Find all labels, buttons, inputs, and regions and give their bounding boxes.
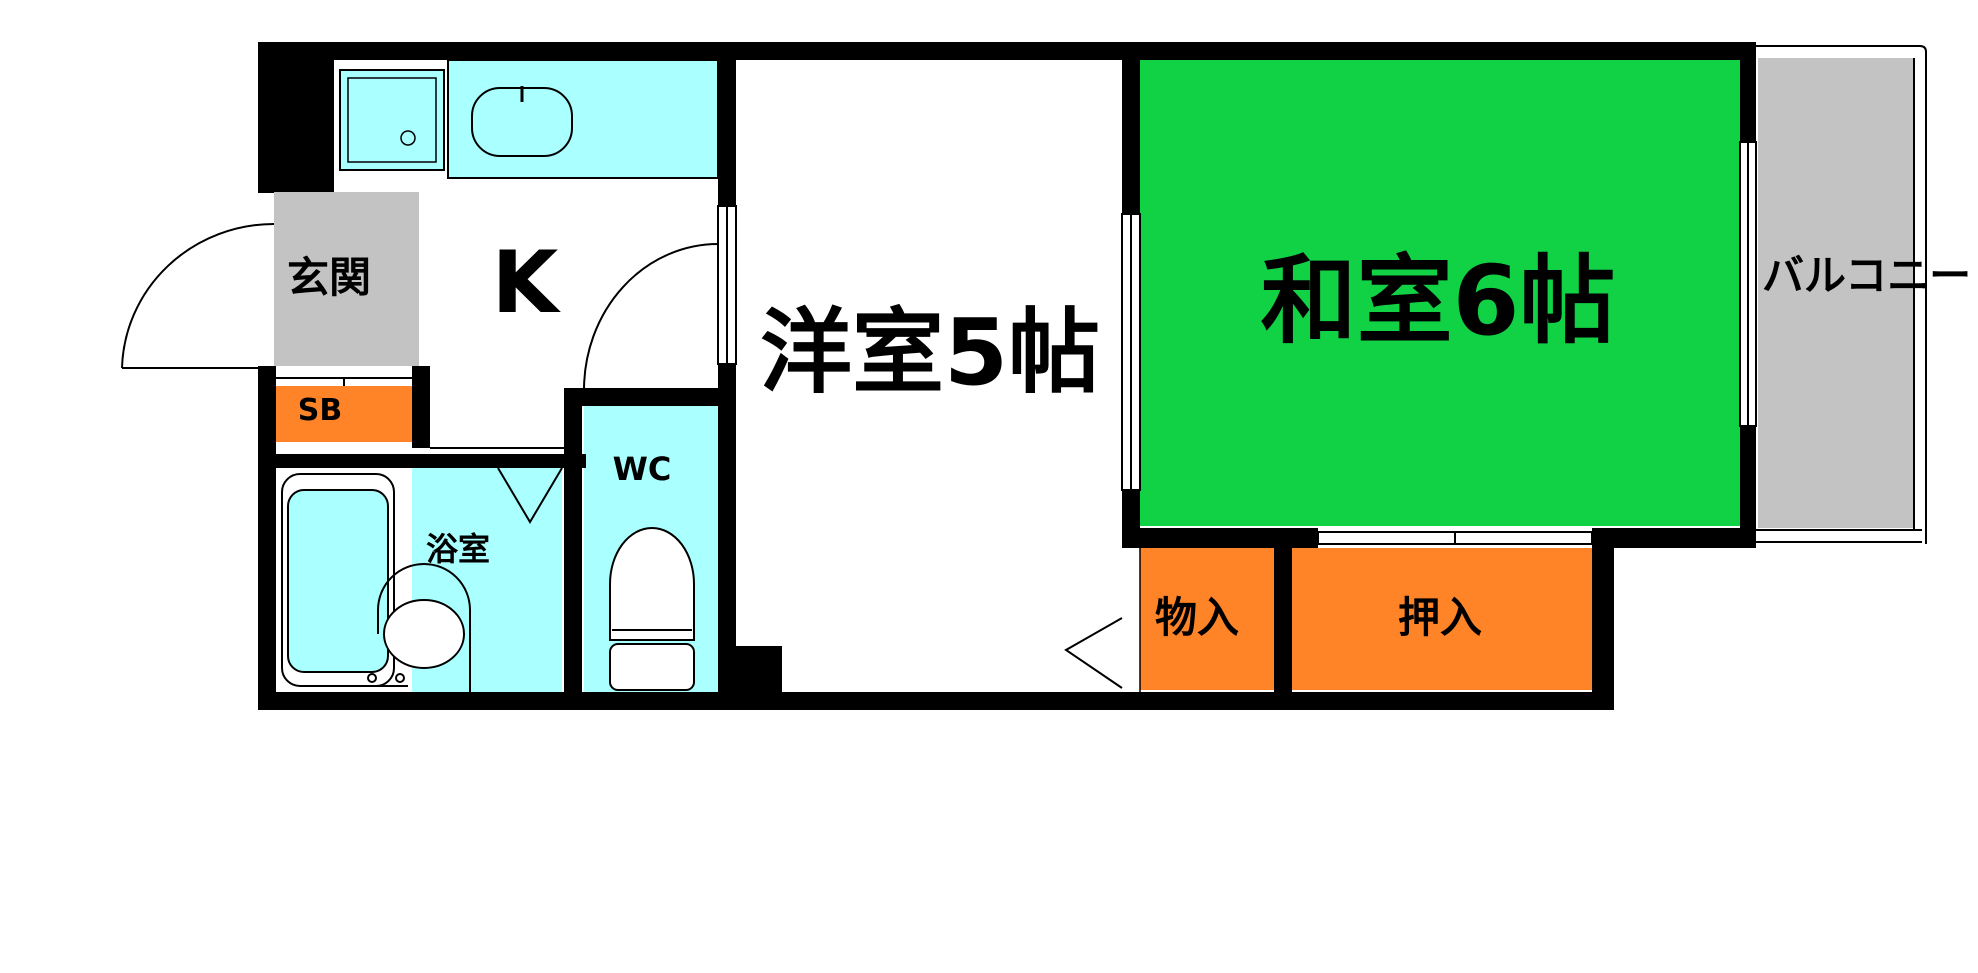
western-room-label: 洋室5帖 xyxy=(760,299,1100,406)
storage-label: 物入 xyxy=(1155,593,1239,642)
entrance-label: 玄関 xyxy=(287,253,371,302)
shoe-box-floor xyxy=(276,386,412,442)
kitchen-label: K xyxy=(492,233,562,333)
kitchen-cooktop xyxy=(339,69,445,171)
closet-label: 押入 xyxy=(1398,593,1482,642)
japanese-room-floor xyxy=(1140,58,1742,526)
balcony-floor xyxy=(1758,58,1914,528)
japanese-room-label: 和室6帖 xyxy=(1261,245,1616,357)
storage-floor xyxy=(1140,548,1274,690)
toilet-label: WC xyxy=(613,450,672,488)
shoe-box-label: SB xyxy=(298,393,342,428)
closet-floor xyxy=(1292,548,1592,690)
kitchen-counter xyxy=(447,59,719,179)
bathroom-label: 浴室 xyxy=(426,530,490,568)
walls xyxy=(258,42,1756,710)
balcony-label: バルコニー xyxy=(1762,251,1971,300)
entrance-floor xyxy=(274,192,419,366)
